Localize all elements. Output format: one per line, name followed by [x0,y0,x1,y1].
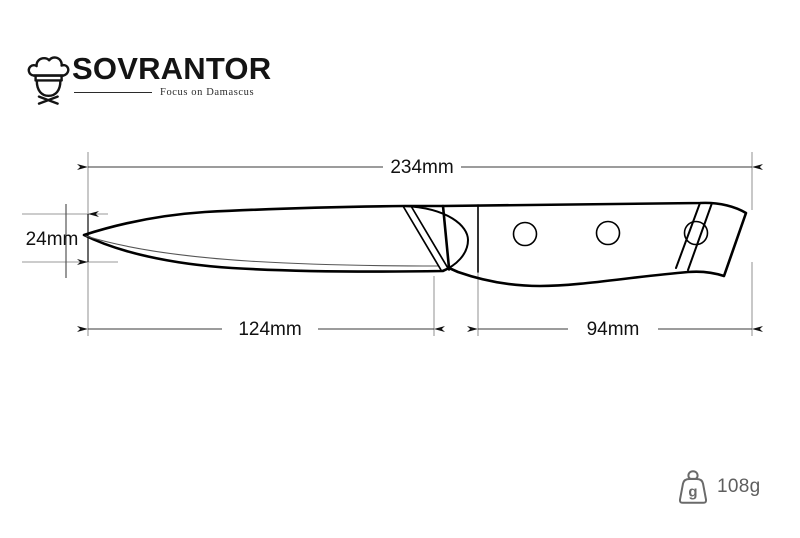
brand-name: SOVRANTOR [72,51,272,86]
chef-hat-icon [26,54,70,106]
dimension-blade-length: 124mm [77,319,445,340]
logo-row: SOVRANTOR Focus on Damascus [26,52,271,106]
dimension-label-124: 124mm [238,319,301,340]
wordmark-wrap: SOVRANTOR Focus on Damascus [72,51,272,99]
weight-icon-letter: g [688,484,697,501]
bolster-shape [403,205,469,272]
dimension-label-234: 234mm [390,157,453,178]
brand-logo: SOVRANTOR Focus on Damascus [26,52,271,110]
rivet-2 [595,220,621,246]
tagline-divider [74,92,152,93]
rivet-1 [512,221,538,247]
weight-scale-icon: g [676,468,710,506]
handle-outline [441,201,748,288]
weight-badge: g 108g [676,468,760,506]
edge-bevel-line [85,235,439,267]
weight-label: 108g [717,476,761,497]
knife-body [82,201,748,288]
brand-tagline: Focus on Damascus [160,87,255,98]
butt-cap [675,202,713,271]
dimension-overall-length: 234mm [77,157,763,178]
extension-lines [22,152,753,336]
tagline-row: Focus on Damascus [72,87,271,98]
dimension-label-94: 94mm [587,319,640,340]
bolster-strip [402,205,450,271]
dimension-label-24: 24mm [26,229,79,250]
rivet-3 [683,220,709,246]
dimension-blade-height: 24mm [26,211,99,265]
dimension-handle-length: 94mm [467,319,763,340]
